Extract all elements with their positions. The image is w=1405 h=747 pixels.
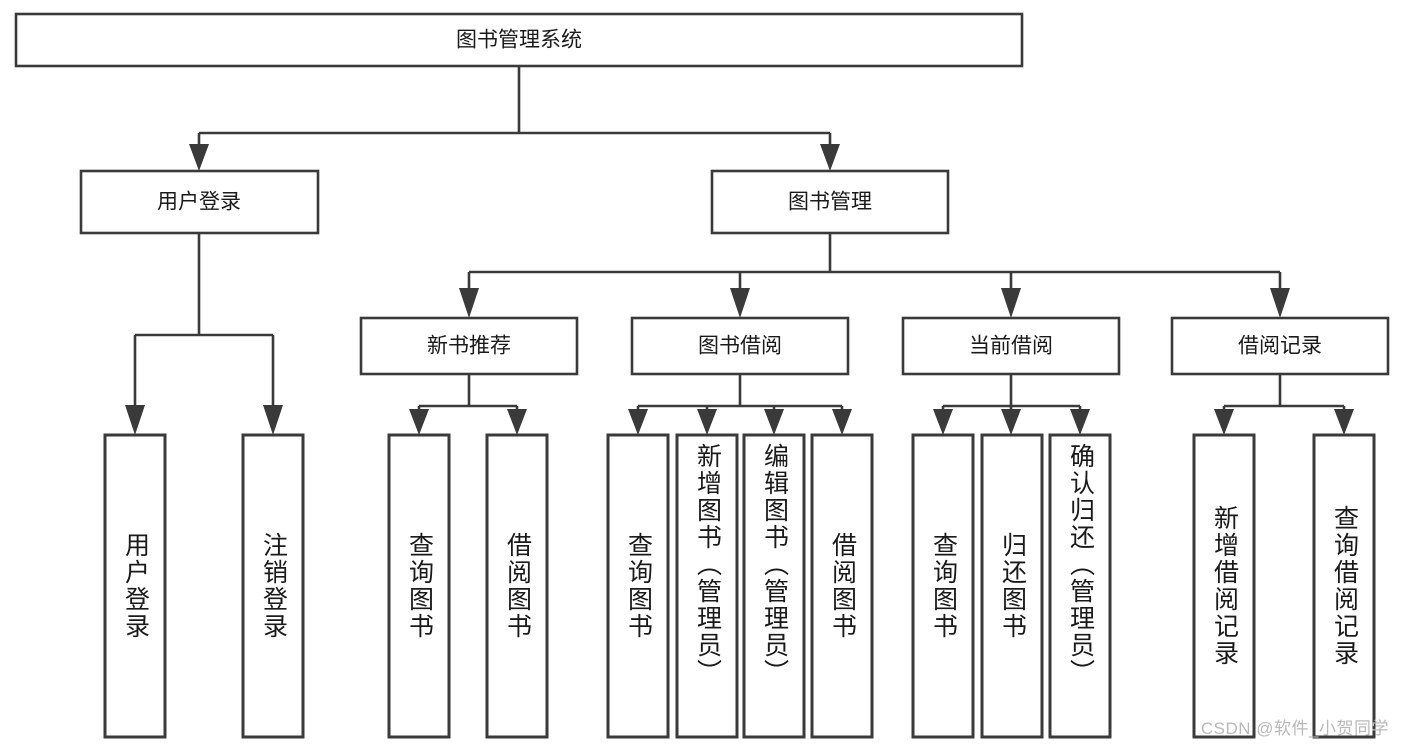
leaf-rect-bb-edit-book[interactable] — [742, 433, 806, 739]
node-borrow-record-rect — [1170, 316, 1390, 376]
leaf-rect-nb-borrow-book[interactable] — [485, 433, 549, 739]
arrowhead-leaf-logout — [263, 405, 283, 435]
arrowhead-to-user-login — [189, 144, 209, 171]
node-user-login-label: 用户登录 — [157, 191, 241, 214]
node-book-management-rect — [710, 169, 950, 235]
node-book-management-label: 图书管理 — [788, 191, 872, 214]
arrowhead-leaf-bb-edit — [764, 409, 784, 435]
edge-bookmanage-bus — [467, 233, 1282, 288]
arrowhead-leaf-cb-query — [933, 409, 953, 435]
leaf-rect-cb-confirm-return[interactable] — [1048, 433, 1112, 739]
edge-newbook-bus — [417, 374, 519, 412]
connector-layer — [125, 66, 1354, 435]
edge-bookborrow-bus — [636, 374, 844, 412]
node-root-system-label: 图书管理系统 — [456, 29, 582, 52]
watermark-credit: CSDN @软件_小贺同学 — [1200, 719, 1389, 738]
arrowhead-to-current-borrow — [1001, 288, 1021, 318]
node-current-borrow[interactable]: 当前借阅 — [901, 316, 1121, 376]
node-current-borrow-rect — [901, 316, 1121, 376]
node-borrow-record[interactable]: 借阅记录 — [1170, 316, 1390, 376]
node-new-book-recommend-label: 新书推荐 — [427, 335, 511, 358]
leaf-rect-logout[interactable] — [241, 433, 305, 739]
edge-root-bus — [197, 66, 832, 148]
node-current-borrow-label: 当前借阅 — [969, 335, 1053, 358]
arrowhead-leaf-cb-confirm — [1070, 409, 1090, 435]
node-book-borrow-label: 图书借阅 — [698, 335, 782, 358]
leaf-rect-cb-return-book[interactable] — [980, 433, 1044, 739]
edge-currentborrow-bus — [941, 374, 1082, 412]
node-borrow-record-label: 借阅记录 — [1238, 335, 1322, 358]
arrowhead-leaf-bb-borrow — [832, 409, 852, 435]
node-root-system[interactable]: 图书管理系统 — [14, 12, 1024, 68]
edge-userlogin-bus — [133, 233, 275, 405]
leaf-node-layer — [103, 433, 1376, 739]
arrowhead-leaf-bb-query — [628, 409, 648, 435]
leaf-rect-br-query-record[interactable] — [1312, 433, 1376, 739]
node-user-login-rect — [79, 169, 320, 235]
arrowhead-leaf-br-query — [1334, 409, 1354, 435]
node-new-book-recommend-rect — [359, 316, 579, 376]
leaf-rect-br-add-record[interactable] — [1192, 433, 1256, 739]
edge-borrowrecord-bus — [1222, 374, 1346, 412]
leaf-rect-user-login[interactable] — [103, 433, 167, 739]
leaf-rect-bb-add-book[interactable] — [675, 433, 739, 739]
node-book-borrow[interactable]: 图书借阅 — [630, 316, 850, 376]
arrowhead-leaf-bb-add — [697, 409, 717, 435]
arrowhead-to-borrow-record — [1270, 288, 1290, 318]
arrowhead-to-book-borrow — [730, 288, 750, 318]
node-root-system-rect — [14, 12, 1024, 68]
arrowhead-leaf-nb-borrow — [507, 409, 527, 435]
leaf-rect-cb-query-book[interactable] — [911, 433, 975, 739]
leaf-rect-bb-query-book[interactable] — [606, 433, 670, 739]
leaf-rect-nb-query-book[interactable] — [387, 433, 451, 739]
node-book-management[interactable]: 图书管理 — [710, 169, 950, 235]
arrowhead-to-new-book-rec — [459, 288, 479, 318]
leaf-rect-bb-borrow-book[interactable] — [810, 433, 874, 739]
node-new-book-recommend[interactable]: 新书推荐 — [359, 316, 579, 376]
arrowhead-to-book-manage — [820, 144, 840, 171]
arrowhead-leaf-user-login — [125, 405, 145, 435]
arrowhead-leaf-br-add — [1214, 409, 1234, 435]
arrowhead-leaf-nb-query — [409, 409, 429, 435]
node-user-login[interactable]: 用户登录 — [79, 169, 320, 235]
arrowhead-leaf-cb-return — [1001, 409, 1021, 435]
node-book-borrow-rect — [630, 316, 850, 376]
